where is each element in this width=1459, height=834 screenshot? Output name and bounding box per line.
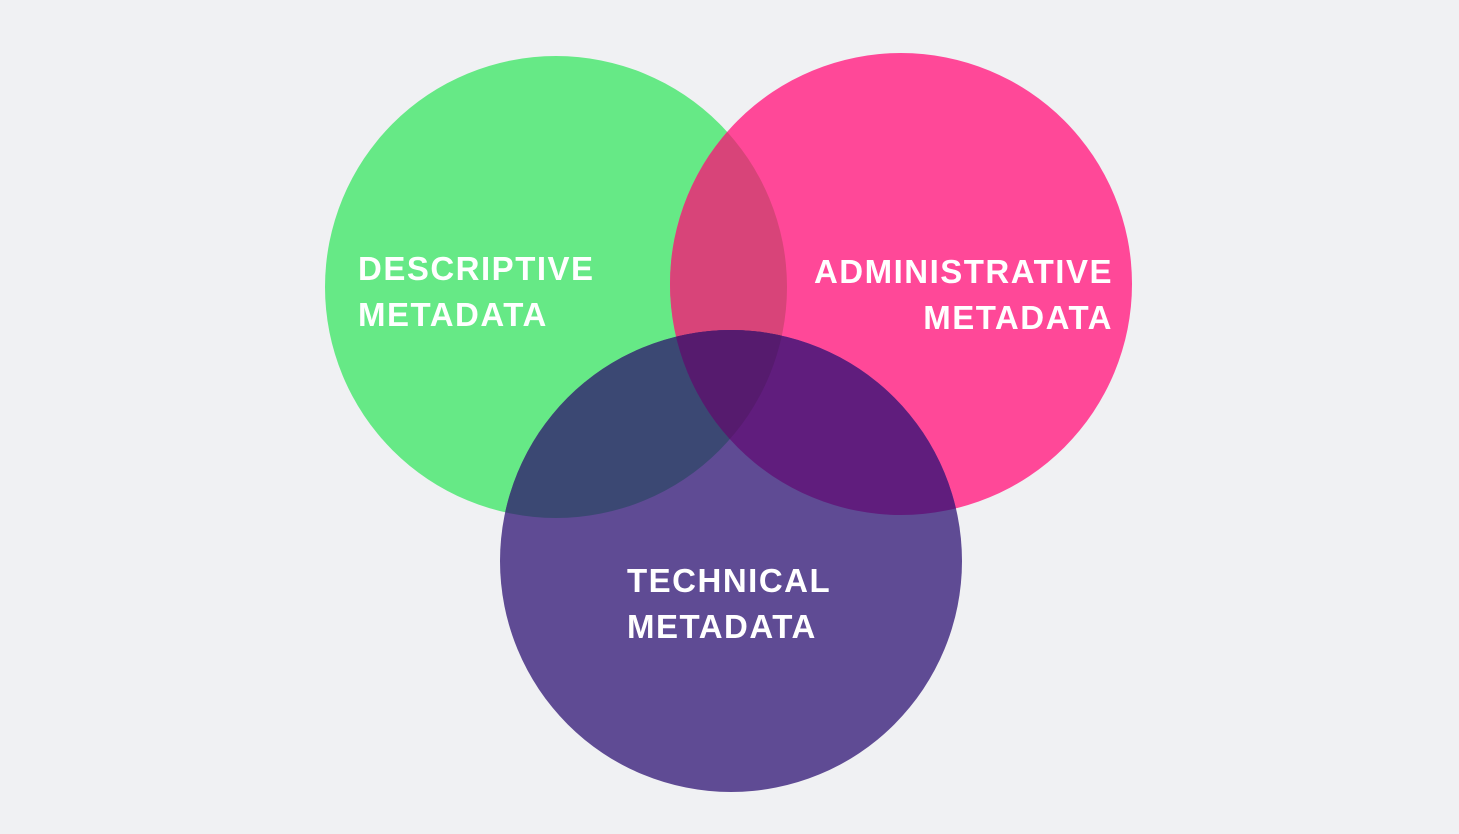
administrative-label-line2: METADATA [923, 299, 1113, 336]
descriptive-label-line2: METADATA [358, 296, 548, 333]
technical-label-line1: TECHNICAL [627, 562, 831, 599]
technical-label-line2: METADATA [627, 608, 817, 645]
descriptive-technical-overlap [500, 330, 787, 518]
administrative-technical-overlap [670, 330, 962, 515]
administrative-label-line1: ADMINISTRATIVE [814, 253, 1113, 290]
descriptive-label-line1: DESCRIPTIVE [358, 250, 595, 287]
